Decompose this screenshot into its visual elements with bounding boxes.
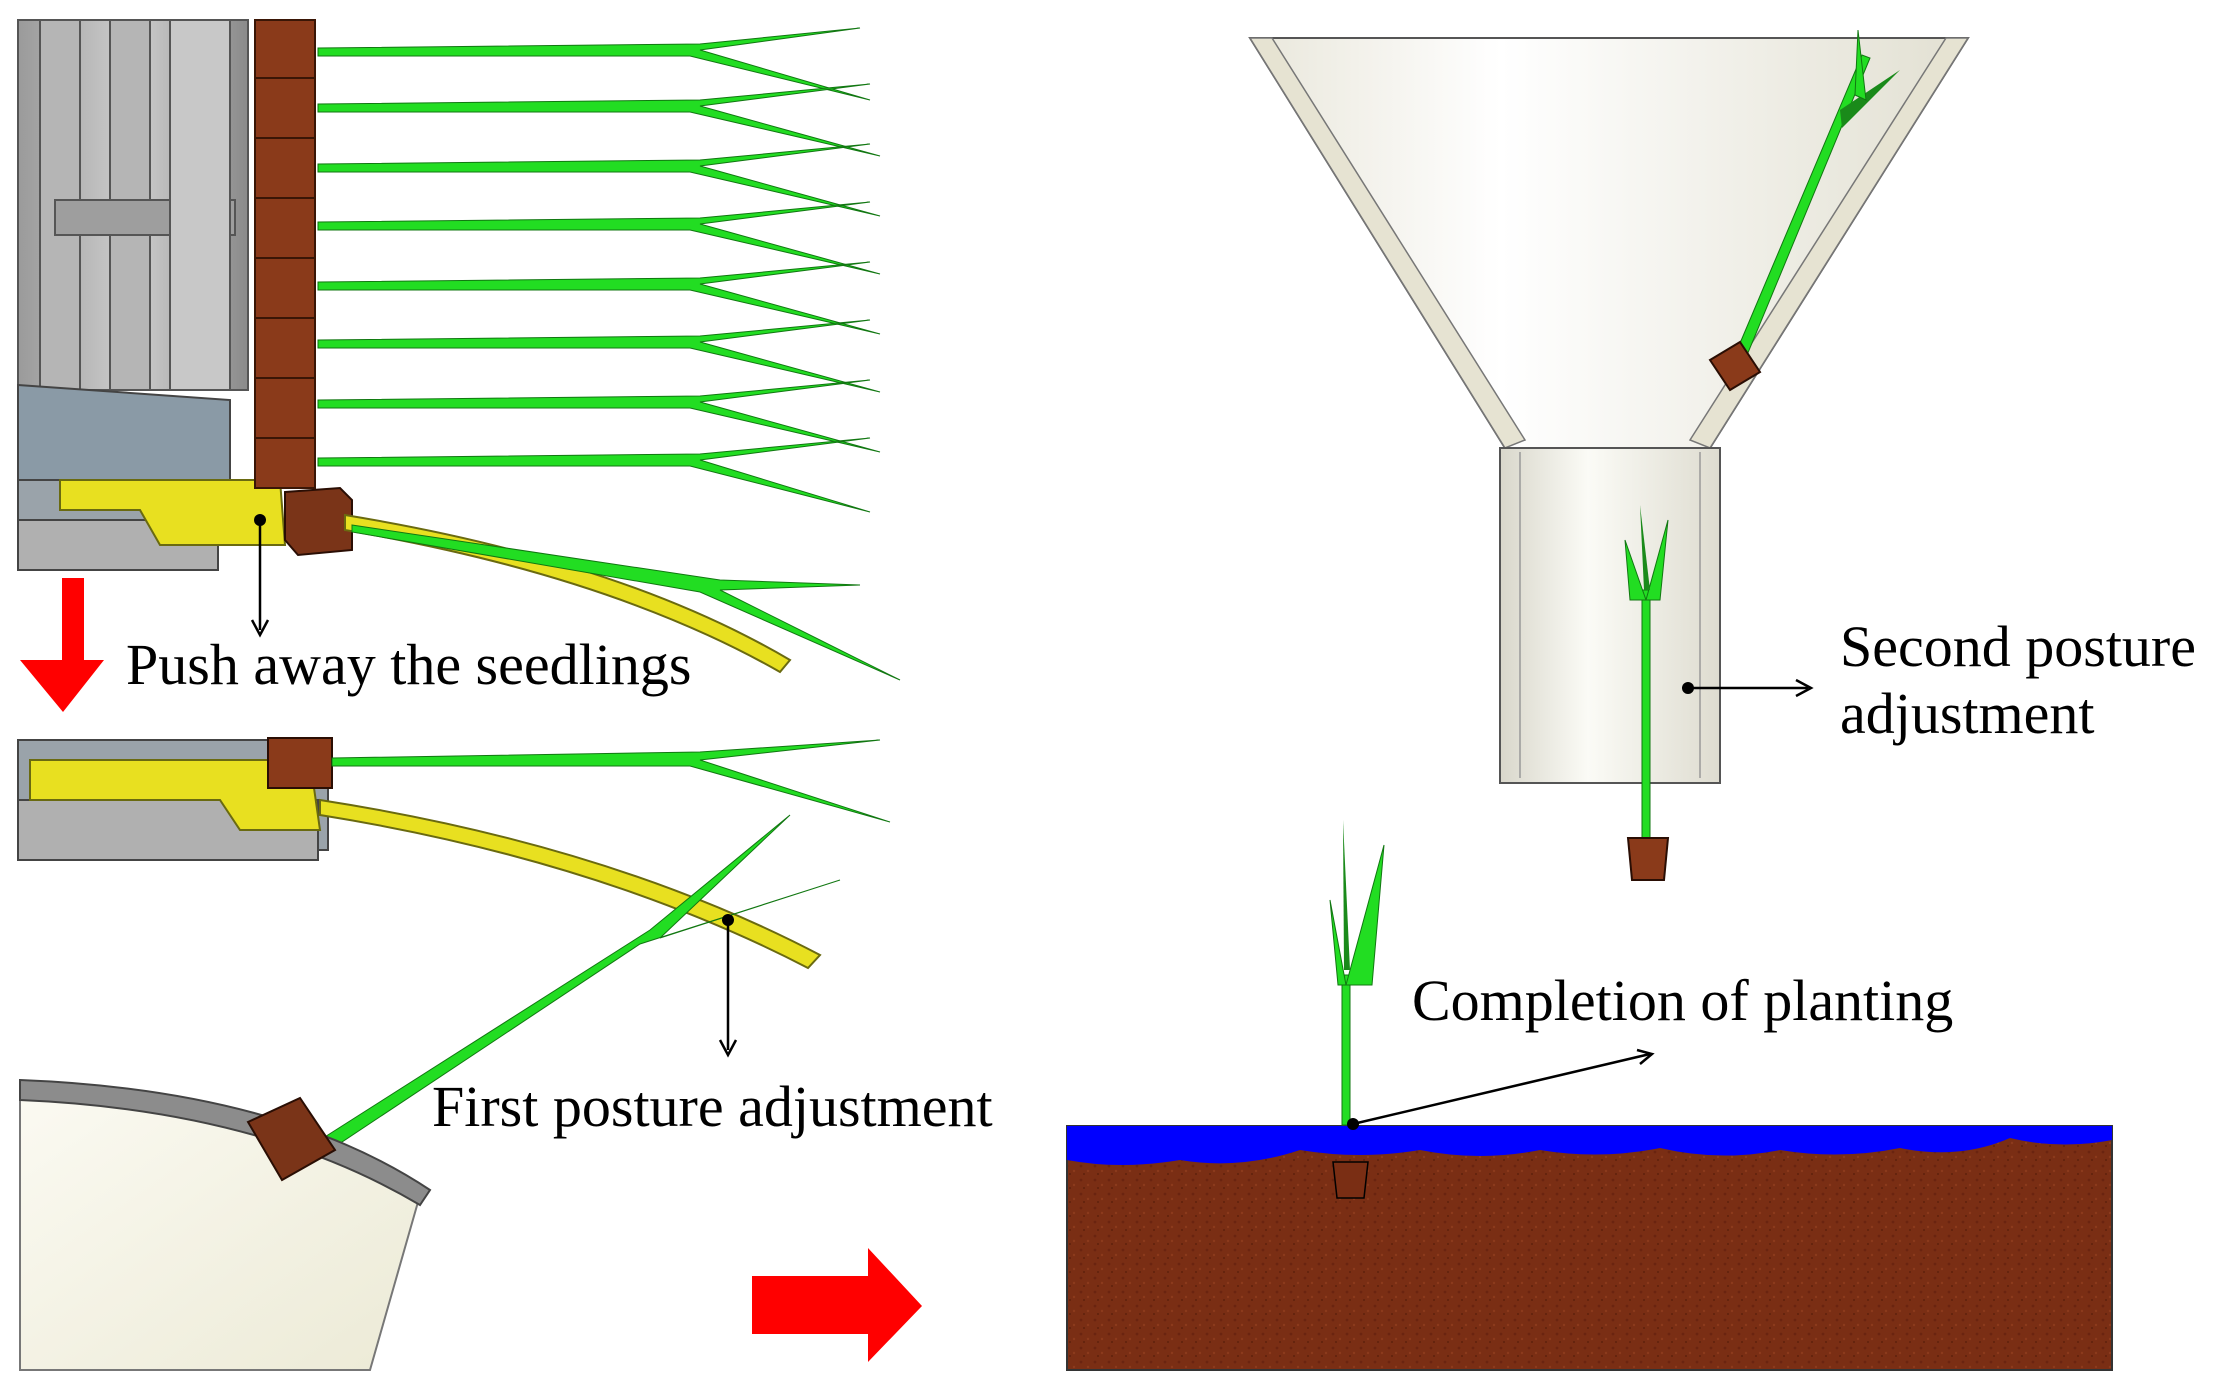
soil-section xyxy=(1066,1125,2113,1371)
seedling-in-funnel xyxy=(1708,29,1900,392)
seedling-in-tube xyxy=(1624,505,1670,881)
completion-leader-line xyxy=(1352,1052,1651,1126)
funnel xyxy=(1248,37,1970,784)
right-arrow-icon xyxy=(752,1248,922,1362)
push-away-label: Push away the seedlings xyxy=(126,632,692,697)
seedling-leaves-top xyxy=(317,27,901,681)
water-layer xyxy=(1067,1126,2112,1165)
first-adjustment-label: First posture adjustment xyxy=(432,1074,993,1139)
seedling-pot-falling xyxy=(246,1096,337,1182)
second-adjustment-label-line1: Second posture xyxy=(1840,614,2196,679)
second-adjustment-label: Second posture adjustment xyxy=(1840,614,2196,747)
down-arrow-icon xyxy=(20,578,104,712)
planted-seedling xyxy=(1329,820,1385,1199)
second-adjustment-label-line2: adjustment xyxy=(1840,680,2095,746)
seedling-tray-assembly-2 xyxy=(17,737,822,970)
completion-label: Completion of planting xyxy=(1412,968,1954,1033)
seedling-leaves-middle xyxy=(319,739,891,1151)
